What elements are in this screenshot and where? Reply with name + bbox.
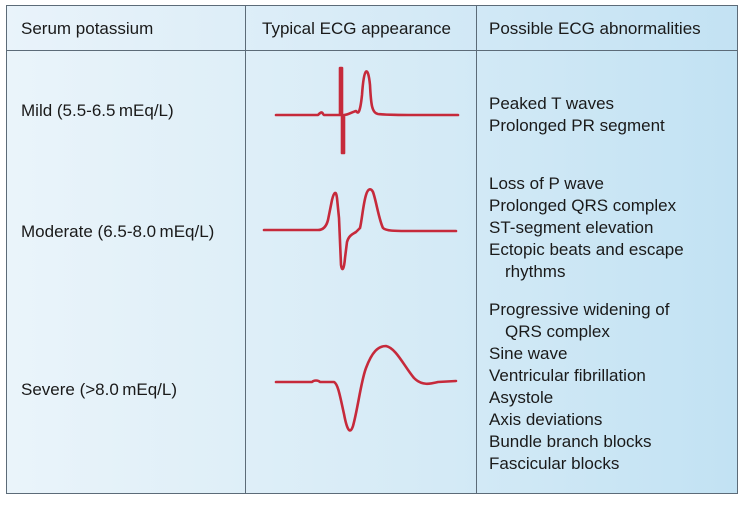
abnormality-item: Loss of P wave [489,174,604,193]
abnormality-item: Ectopic beats and escape [489,240,684,259]
abnormality-item: Fascicular blocks [489,454,620,473]
abnormality-item: Progressive widening of [489,300,670,319]
abnormality-item: Ventricular fibrillation [489,366,646,385]
abnormalities-severe: Progressive widening of QRS complex Sine… [489,299,669,475]
ecg-trace-moderate [262,188,458,271]
abnormality-item: ST-segment elevation [489,218,654,237]
abnormality-item: Prolonged PR segment [489,116,665,135]
abnormality-item: rhythms [505,262,566,281]
abnormality-item: QRS complex [505,322,610,341]
table-header: Serum potassium Typical ECG appearance P… [7,6,737,51]
level-severe: Severe (>8.0 mEq/L) [21,380,178,399]
abnormality-item: Sine wave [489,344,568,363]
column-divider [245,6,246,493]
abnormalities-moderate: Loss of P wave Prolonged QRS complex ST-… [489,173,684,283]
abnormality-item: Bundle branch blocks [489,432,652,451]
level-mild: Mild (5.5-6.5 mEq/L) [21,101,174,120]
ecg-trace-severe [274,344,458,432]
abnormality-item: Axis deviations [489,410,603,429]
abnormality-item: Peaked T waves [489,94,615,113]
column-divider [476,6,477,493]
header-possible-abnormalities: Possible ECG abnormalities [489,19,701,38]
level-moderate: Moderate (6.5-8.0 mEq/L) [21,222,215,241]
header-serum-potassium: Serum potassium [21,19,154,38]
ecg-trace-mild [274,66,460,155]
abnormalities-mild: Peaked T waves Prolonged PR segment [489,93,665,137]
header-typical-ecg: Typical ECG appearance [262,19,451,38]
hyperkalemia-ecg-table: Serum potassium Typical ECG appearance P… [6,5,738,494]
abnormality-item: Asystole [489,388,554,407]
abnormality-item: Prolonged QRS complex [489,196,677,215]
